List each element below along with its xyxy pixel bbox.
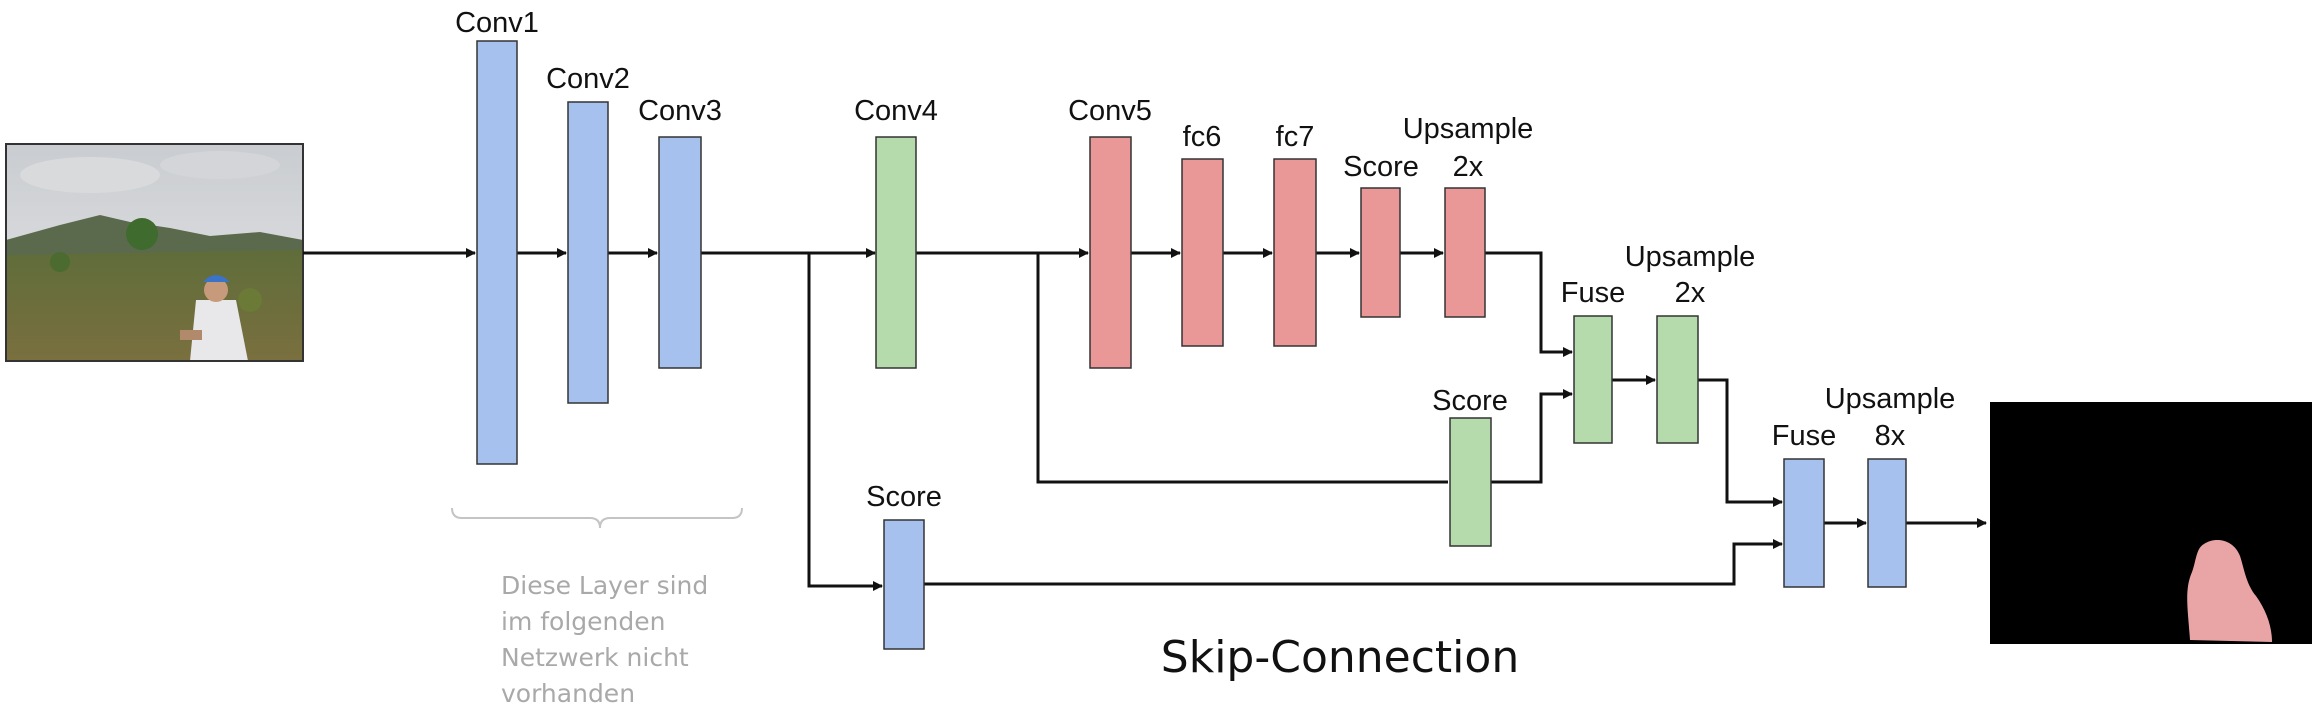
conv2-label: Conv2: [546, 63, 630, 95]
note-line-2: im folgenden: [501, 607, 665, 636]
fuse-1-label: Fuse: [1561, 277, 1625, 309]
conv4-block: [875, 136, 917, 369]
conv4-label: Conv4: [854, 95, 938, 127]
score-main-label: Score: [1343, 151, 1419, 183]
conv3-block: [658, 136, 702, 369]
conv1-block: [476, 40, 518, 465]
fc6-block: [1181, 158, 1224, 347]
upsample-2x-main-label-line2: 2x: [1453, 151, 1484, 183]
upsample-8x-label-line1: Upsample: [1825, 383, 1956, 415]
upsample-2x-main-label-line1: Upsample: [1403, 113, 1534, 145]
note-line-3: Netzwerk nicht: [501, 643, 689, 672]
score-main-block: [1360, 187, 1401, 318]
note-line-1: Diese Layer sind: [501, 571, 708, 600]
output-segmentation-image: [1990, 402, 2312, 644]
score-conv4-label: Score: [1432, 385, 1508, 417]
score-conv3-label: Score: [866, 481, 942, 513]
score-conv3-block: [883, 519, 925, 650]
upsample-8x-block: [1867, 458, 1907, 588]
input-image: [5, 143, 304, 362]
upsample-2x-second-block: [1656, 315, 1699, 444]
upsample-8x-label-line2: 8x: [1875, 420, 1906, 452]
fc7-label: fc7: [1276, 121, 1315, 153]
conv5-label: Conv5: [1068, 95, 1152, 127]
skip-connection-caption: Skip-Connection: [1161, 632, 1519, 683]
note-line-4: vorhanden: [501, 679, 635, 708]
conv1-label: Conv1: [455, 7, 539, 39]
fuse-2-label: Fuse: [1772, 420, 1836, 452]
upsample-2x-main-block: [1444, 187, 1486, 318]
score-conv4-block: [1449, 417, 1492, 547]
fc6-label: fc6: [1183, 121, 1222, 153]
upsample-2x-second-label-line1: Upsample: [1625, 241, 1756, 273]
upsample-2x-second-label-line2: 2x: [1675, 277, 1706, 309]
fuse-1-block: [1573, 315, 1613, 444]
fuse-2-block: [1783, 458, 1825, 588]
fc7-block: [1273, 158, 1317, 347]
conv3-label: Conv3: [638, 95, 722, 127]
conv2-block: [567, 101, 609, 404]
conv5-block: [1089, 136, 1132, 369]
connections: [303, 248, 1987, 591]
layer-group-brace: [451, 507, 743, 529]
